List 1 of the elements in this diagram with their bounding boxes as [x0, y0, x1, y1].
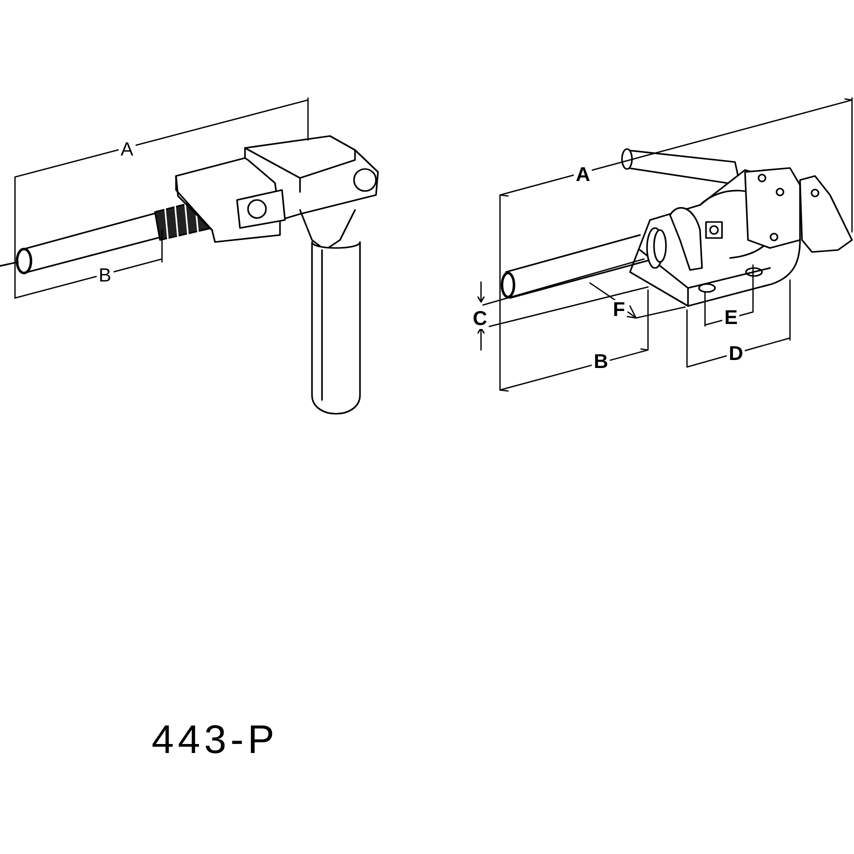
dimension-label: C — [470, 309, 490, 329]
